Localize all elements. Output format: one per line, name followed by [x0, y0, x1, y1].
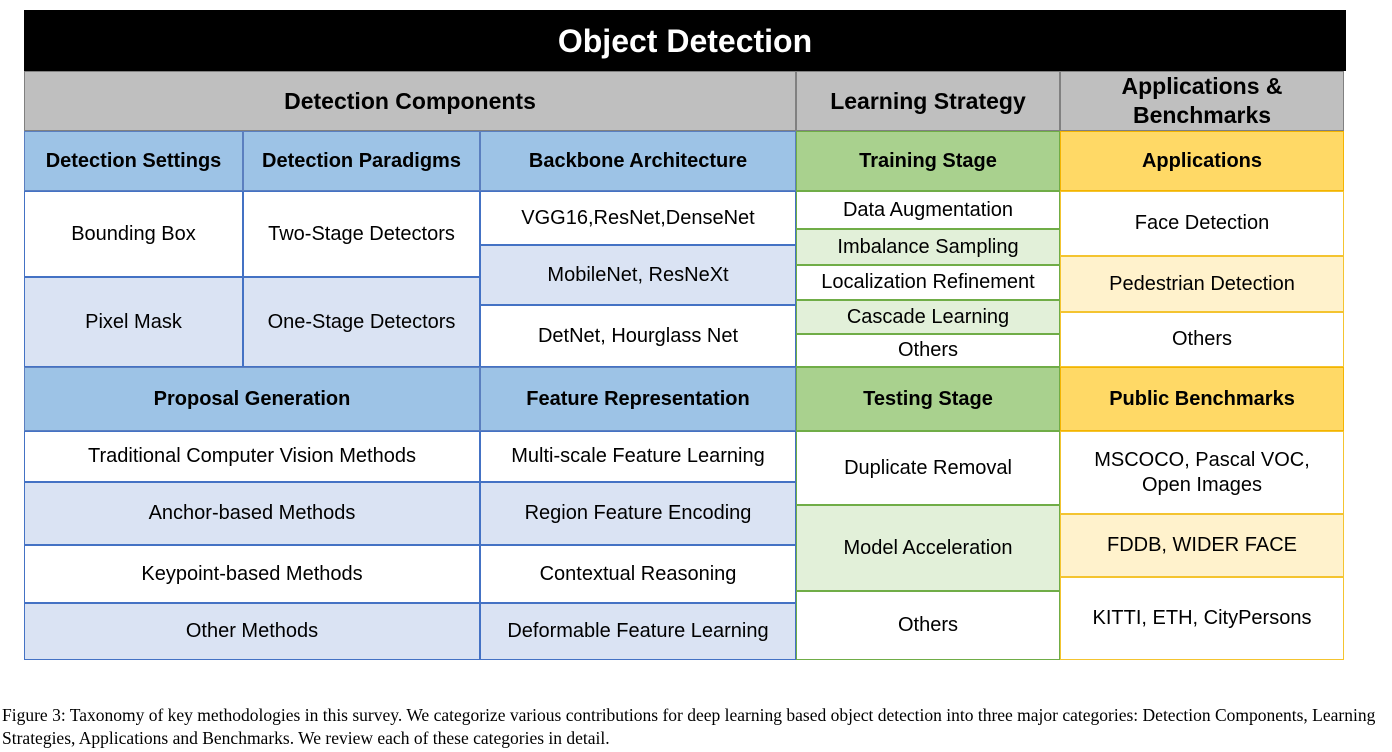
- public-benchmarks-item: KITTI, ETH, CityPersons: [1060, 577, 1344, 660]
- feature-representation-item: Contextual Reasoning: [480, 545, 796, 603]
- backbone-architecture-item: MobileNet, ResNeXt: [480, 245, 796, 305]
- testing-stage-item: Model Acceleration: [796, 505, 1060, 591]
- applications-benchmarks-header: Applications & Benchmarks: [1060, 71, 1344, 131]
- testing-stage-header: Testing Stage: [796, 367, 1060, 431]
- testing-stage-item: Others: [796, 591, 1060, 660]
- public-benchmarks-item: MSCOCO, Pascal VOC, Open Images: [1060, 431, 1344, 514]
- public-benchmarks-header: Public Benchmarks: [1060, 367, 1344, 431]
- proposal-generation-header: Proposal Generation: [24, 367, 480, 431]
- feature-representation-item: Region Feature Encoding: [480, 482, 796, 545]
- detection-settings-item: Pixel Mask: [24, 277, 243, 367]
- applications-item: Face Detection: [1060, 191, 1344, 256]
- proposal-generation-item: Other Methods: [24, 603, 480, 660]
- training-stage-item: Data Augmentation: [796, 191, 1060, 229]
- training-stage-item: Cascade Learning: [796, 300, 1060, 334]
- detection-paradigms-item: Two-Stage Detectors: [243, 191, 480, 277]
- diagram-title: Object Detection: [24, 10, 1346, 71]
- backbone-architecture-header: Backbone Architecture: [480, 131, 796, 191]
- applications-item: Others: [1060, 312, 1344, 367]
- proposal-generation-item: Keypoint-based Methods: [24, 545, 480, 603]
- detection-settings-item: Bounding Box: [24, 191, 243, 277]
- proposal-generation-item: Traditional Computer Vision Methods: [24, 431, 480, 482]
- detection-components-header: Detection Components: [24, 71, 796, 131]
- learning-strategy-header: Learning Strategy: [796, 71, 1060, 131]
- detection-paradigms-header: Detection Paradigms: [243, 131, 480, 191]
- backbone-architecture-item: VGG16,ResNet,DenseNet: [480, 191, 796, 245]
- feature-representation-header: Feature Representation: [480, 367, 796, 431]
- feature-representation-item: Deformable Feature Learning: [480, 603, 796, 660]
- proposal-generation-item: Anchor-based Methods: [24, 482, 480, 545]
- applications-header: Applications: [1060, 131, 1344, 191]
- detection-settings-header: Detection Settings: [24, 131, 243, 191]
- detection-paradigms-item: One-Stage Detectors: [243, 277, 480, 367]
- training-stage-item: Imbalance Sampling: [796, 229, 1060, 265]
- training-stage-item: Localization Refinement: [796, 265, 1060, 300]
- testing-stage-item: Duplicate Removal: [796, 431, 1060, 505]
- figure-caption: Figure 3: Taxonomy of key methodologies …: [2, 705, 1376, 748]
- feature-representation-item: Multi-scale Feature Learning: [480, 431, 796, 482]
- backbone-architecture-item: DetNet, Hourglass Net: [480, 305, 796, 367]
- training-stage-header: Training Stage: [796, 131, 1060, 191]
- public-benchmarks-item: FDDB, WIDER FACE: [1060, 514, 1344, 577]
- training-stage-item: Others: [796, 334, 1060, 367]
- applications-item: Pedestrian Detection: [1060, 256, 1344, 312]
